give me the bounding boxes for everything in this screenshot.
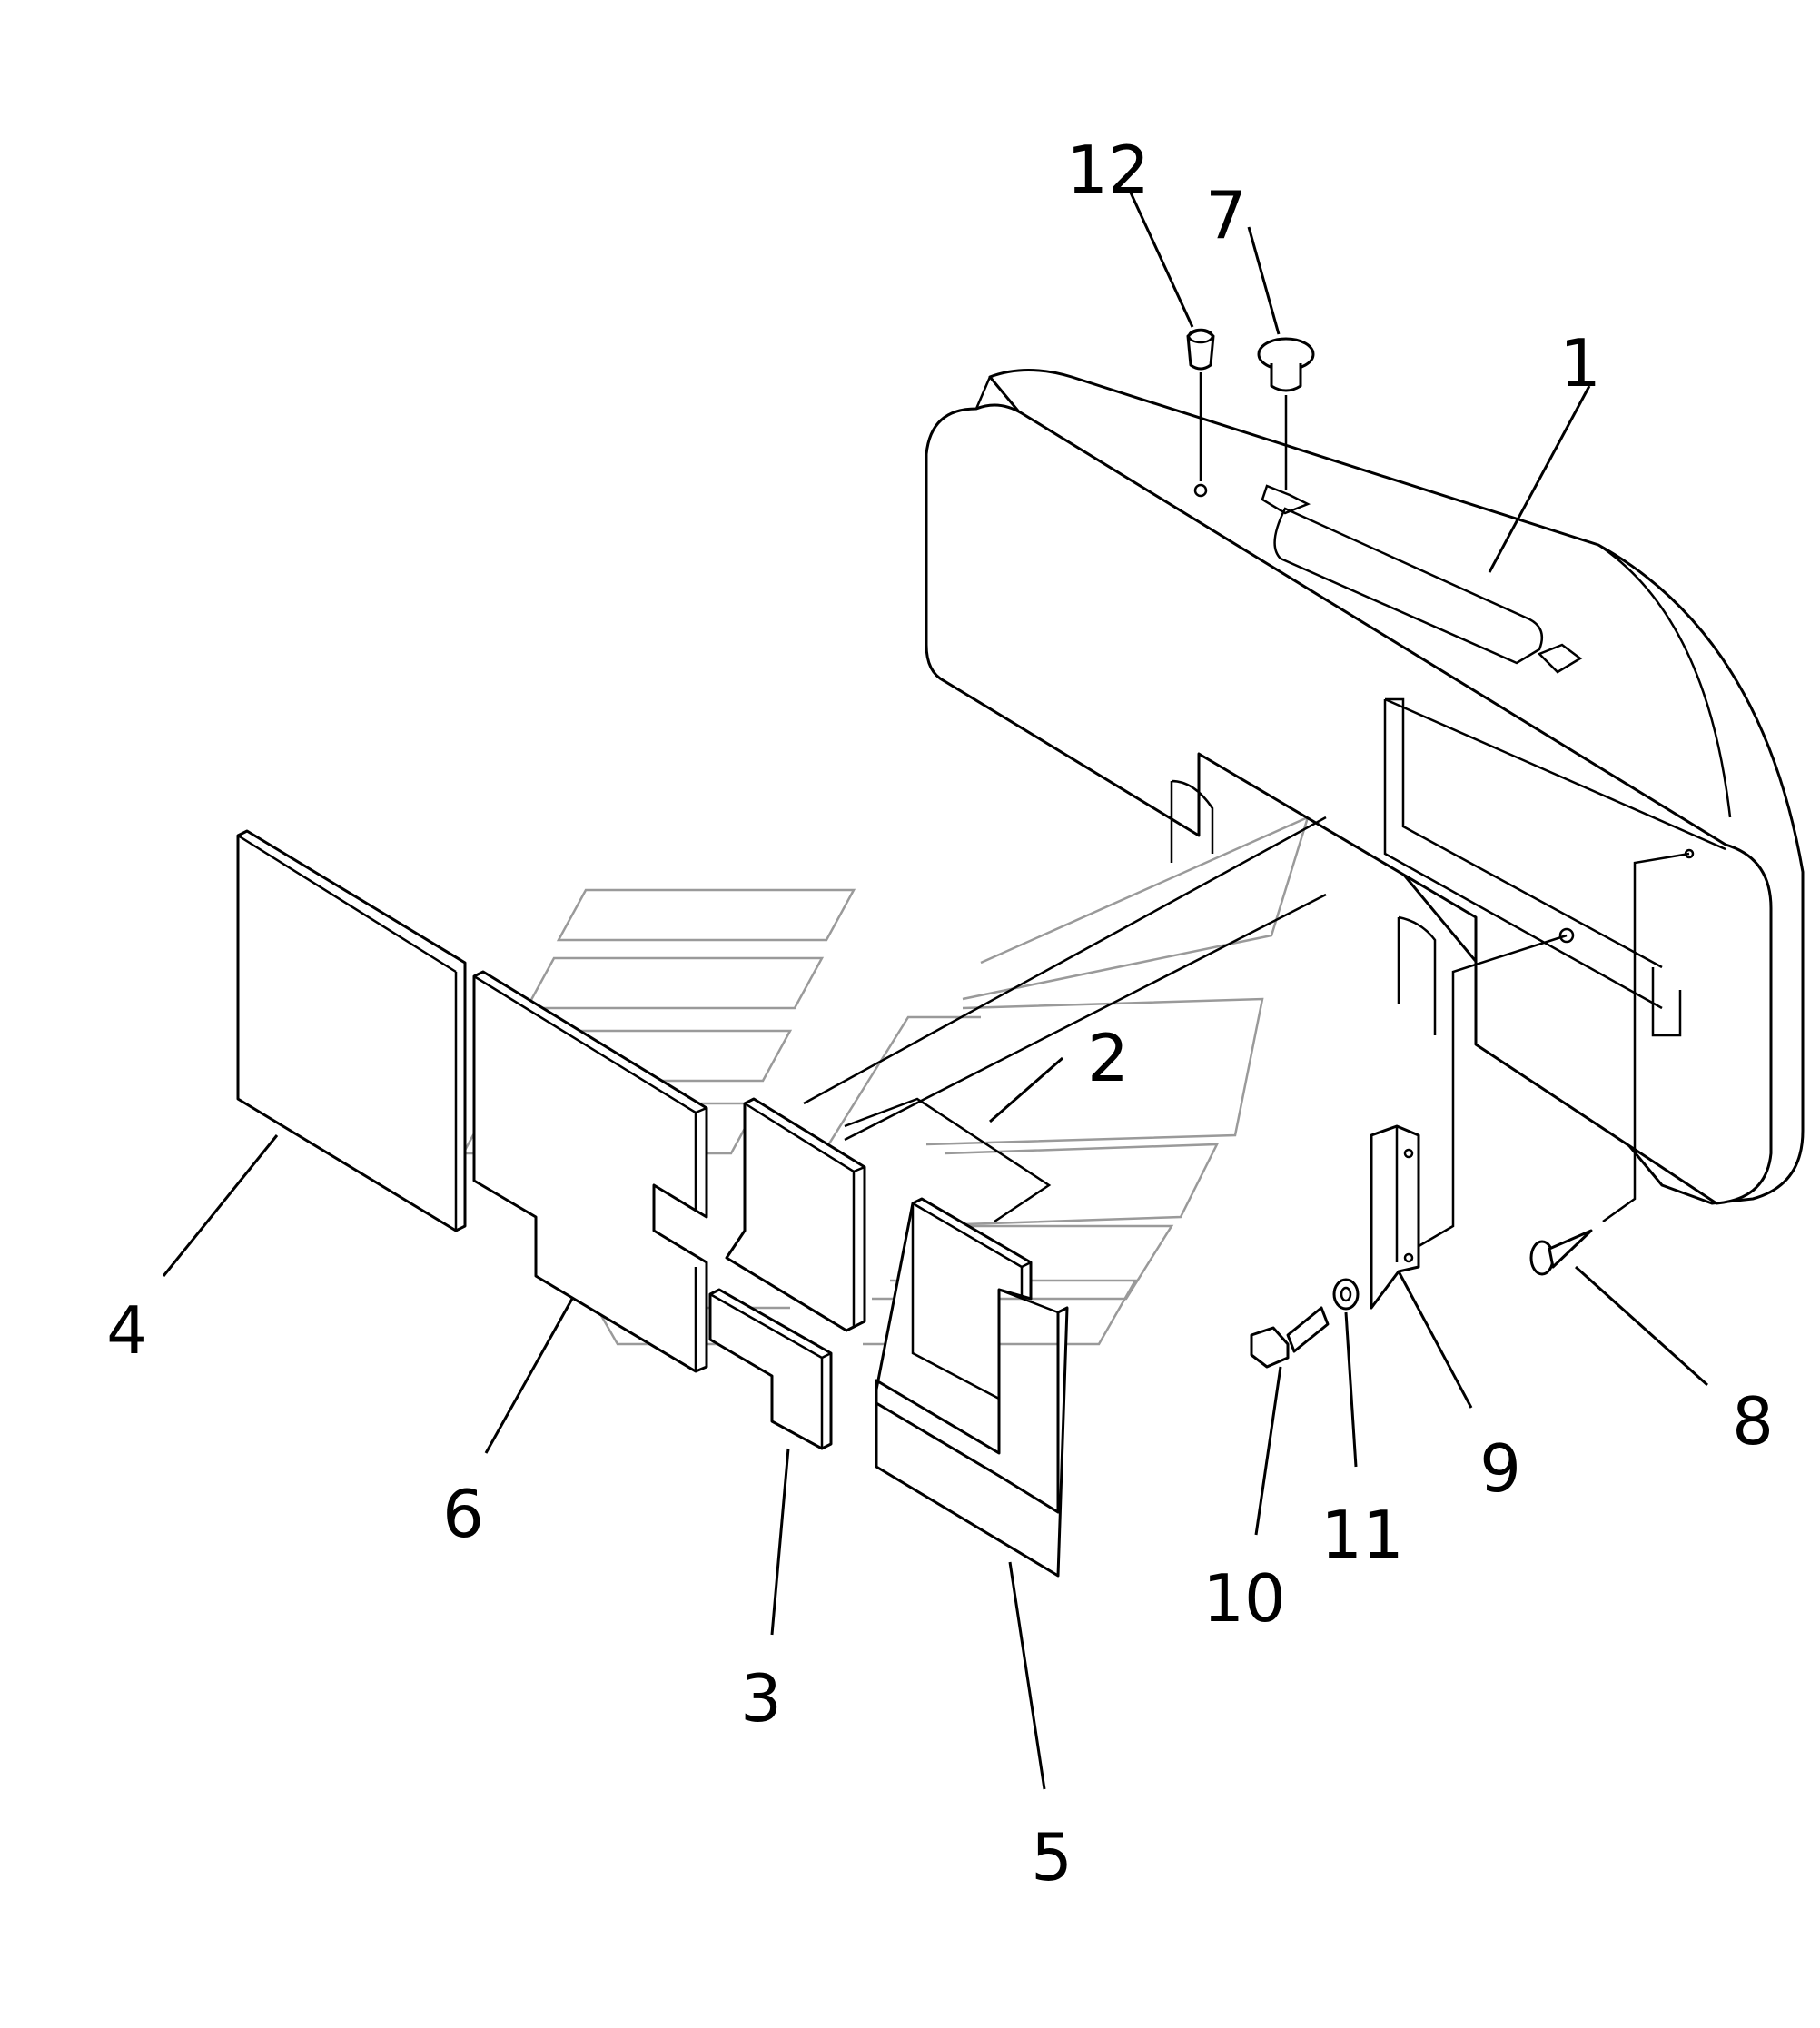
part-3-angle-plate bbox=[708, 1288, 833, 1450]
callout-6: 6 bbox=[442, 1476, 484, 1552]
part-12-grommet bbox=[1186, 328, 1215, 481]
callout-12: 12 bbox=[1066, 132, 1150, 208]
leader-lines bbox=[162, 190, 1709, 1790]
part-8-pin bbox=[1529, 1229, 1593, 1276]
callout-3: 3 bbox=[740, 1660, 782, 1736]
part-7-cap bbox=[1257, 337, 1315, 490]
part-1-counterweight bbox=[803, 369, 1805, 1260]
part-11-washer bbox=[1332, 1278, 1360, 1311]
part-6-stepped-plate bbox=[472, 970, 708, 1373]
part-9-bracket bbox=[1370, 1124, 1420, 1310]
part-2-l-plate bbox=[725, 1097, 1052, 1332]
callout-7: 7 bbox=[1205, 177, 1247, 253]
callout-1: 1 bbox=[1559, 325, 1601, 401]
part-5-u-plate bbox=[875, 1197, 1069, 1578]
callout-4: 4 bbox=[106, 1292, 148, 1369]
callout-labels: 1 12 7 2 4 6 3 5 10 11 9 8 bbox=[106, 132, 1774, 1895]
callout-8: 8 bbox=[1732, 1383, 1774, 1459]
part-4-plate bbox=[236, 829, 467, 1232]
callout-9: 9 bbox=[1479, 1430, 1521, 1507]
callout-11: 11 bbox=[1320, 1497, 1404, 1573]
callout-10: 10 bbox=[1202, 1560, 1286, 1637]
callout-5: 5 bbox=[1031, 1819, 1073, 1895]
part-10-bolt bbox=[1250, 1306, 1330, 1369]
callout-2: 2 bbox=[1087, 1020, 1129, 1096]
